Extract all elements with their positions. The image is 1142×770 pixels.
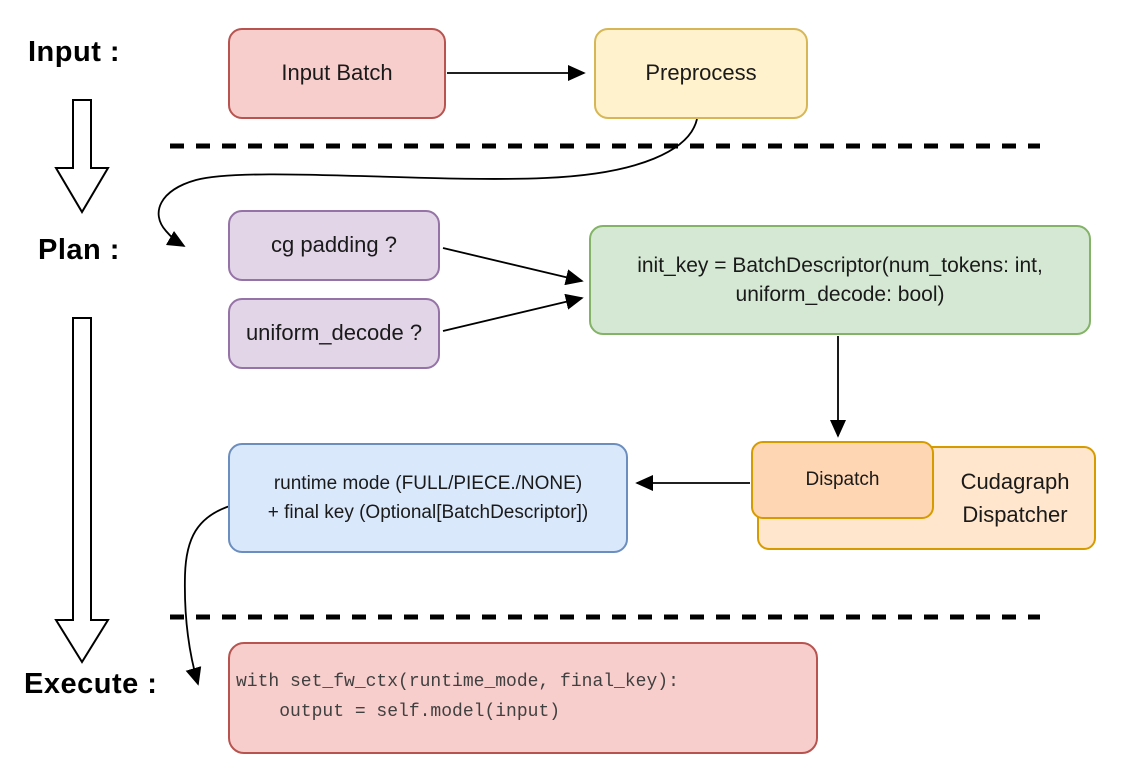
node-input-batch: Input Batch	[228, 28, 446, 119]
node-uniform-decode: uniform_decode ?	[228, 298, 440, 369]
node-init-key: init_key = BatchDescriptor(num_tokens: i…	[589, 225, 1091, 335]
node-cudagraph-dispatcher-label: Cudagraph Dispatcher	[934, 446, 1096, 550]
node-cg-padding-label: cg padding ?	[271, 232, 397, 258]
node-dispatch: Dispatch	[751, 441, 934, 519]
execute-code-line1: with set_fw_ctx(runtime_mode, final_key)…	[236, 672, 679, 693]
stage-label-execute: Execute :	[24, 668, 158, 700]
node-dispatch-label: Dispatch	[805, 468, 880, 490]
stage-label-input: Input :	[28, 36, 121, 68]
stage-arrow-input-to-plan	[54, 99, 110, 214]
cudagraph-label-line1: Cudagraph	[960, 469, 1070, 494]
node-init-key-line2: uniform_decode: bool)	[735, 283, 945, 306]
node-runtime-mode-line2: + final key (Optional[BatchDescriptor])	[267, 502, 589, 523]
node-preprocess: Preprocess	[594, 28, 808, 119]
node-input-batch-label: Input Batch	[281, 60, 393, 86]
arrow-runtime-mode-to-execute-code	[183, 504, 234, 686]
node-init-key-line1: init_key = BatchDescriptor(num_tokens: i…	[637, 253, 1043, 277]
node-preprocess-label: Preprocess	[645, 60, 757, 86]
arrow-cg-padding-to-init-key	[442, 247, 584, 286]
stage-arrow-plan-to-execute	[54, 317, 110, 664]
node-cg-padding: cg padding ?	[228, 210, 440, 281]
node-uniform-decode-label: uniform_decode ?	[245, 320, 423, 346]
arrow-preprocess-to-cg-padding	[157, 118, 698, 247]
execute-code-line2: output = self.model(input)	[236, 702, 561, 722]
node-execute-code: with set_fw_ctx(runtime_mode, final_key)…	[228, 642, 818, 754]
cudagraph-label-line2: Dispatcher	[962, 502, 1068, 527]
node-runtime-mode: runtime mode (FULL/PIECE./NONE) + final …	[228, 443, 628, 553]
arrow-uniform-decode-to-init-key	[442, 293, 584, 332]
node-runtime-mode-line1: runtime mode (FULL/PIECE./NONE)	[273, 472, 583, 494]
stage-label-plan: Plan :	[38, 234, 120, 266]
